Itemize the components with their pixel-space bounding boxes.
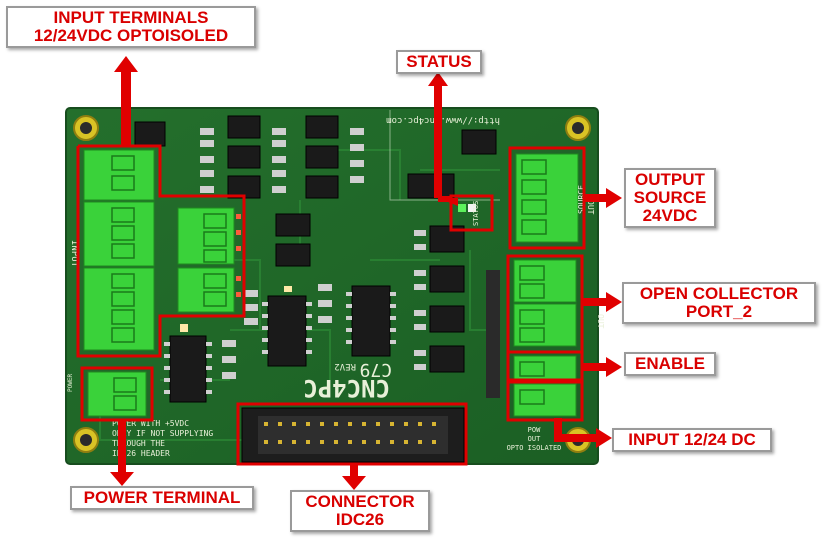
output-terminal-blocks (513, 153, 579, 417)
highlight-input-dc (506, 378, 584, 422)
silk-status: STATUS (472, 201, 480, 226)
silk-bottom-note: POWER WITH +5VDC ONLY IF NOT SUPPLYING T… (112, 419, 213, 458)
label-open-collector: OPEN COLLECTOR PORT_2 (622, 282, 816, 324)
label-input-terminals: INPUT TERMINALS 12/24VDC OPTOISOLED (6, 6, 256, 48)
mounting-hole (565, 115, 591, 141)
status-led-green (458, 204, 466, 212)
silk-opto-note: POW OUT OPTO ISOLATED (507, 426, 562, 452)
silk-source: SOURCE (577, 185, 586, 214)
svg-text:OUT: OUT (528, 435, 541, 443)
pin-header-strip (486, 270, 500, 398)
silk-power: POWER (67, 374, 74, 392)
power-terminal-block (87, 371, 147, 417)
silk-out: OUT (586, 200, 595, 215)
smd-led (284, 286, 292, 292)
annotation-arrows (110, 56, 622, 490)
silk-url: http://www.cnc4pc.com (386, 115, 500, 125)
svg-text:OPTO ISOLATED: OPTO ISOLATED (507, 444, 562, 452)
label-output-source: OUTPUT SOURCE 24VDC (624, 168, 716, 228)
highlight-status (449, 194, 494, 232)
highlight-power-terminal (80, 366, 154, 422)
silk-brand: CNC4PC (303, 374, 390, 402)
svg-text:ONLY IF NOT SUPPLYING: ONLY IF NOT SUPPLYING (112, 429, 213, 438)
label-connector: CONNECTOR IDC26 (290, 490, 430, 532)
idc26-connector (241, 407, 465, 463)
silk-input: INPUT (69, 240, 79, 268)
label-power-terminal: POWER TERMINAL (70, 486, 254, 510)
highlight-input-terminals (76, 144, 246, 358)
mounting-hole (73, 115, 99, 141)
label-input-dc: INPUT 12/24 DC (612, 428, 772, 452)
silk-model: C79 (359, 359, 392, 380)
svg-text:POWER WITH +5VDC: POWER WITH +5VDC (112, 419, 189, 428)
label-enable: ENABLE (624, 352, 716, 376)
mounting-hole (73, 427, 99, 453)
silk-rev: REV2 (334, 361, 356, 371)
label-status: STATUS (396, 50, 482, 74)
dip-chip (346, 285, 396, 357)
dip-chip (262, 295, 312, 367)
smd-chip (407, 173, 455, 199)
resistor-array (200, 128, 364, 379)
dip-chip (164, 335, 212, 403)
input-terminal-blocks (83, 149, 241, 351)
transistor-pins (414, 230, 426, 370)
power-led (180, 324, 188, 332)
svg-text:IDC26 HEADER: IDC26 HEADER (112, 449, 170, 458)
svg-text:POW: POW (528, 426, 541, 434)
silk-out-2: OUT (596, 314, 605, 329)
svg-text:THROUGH THE: THROUGH THE (112, 439, 165, 448)
status-led-white (468, 204, 476, 212)
